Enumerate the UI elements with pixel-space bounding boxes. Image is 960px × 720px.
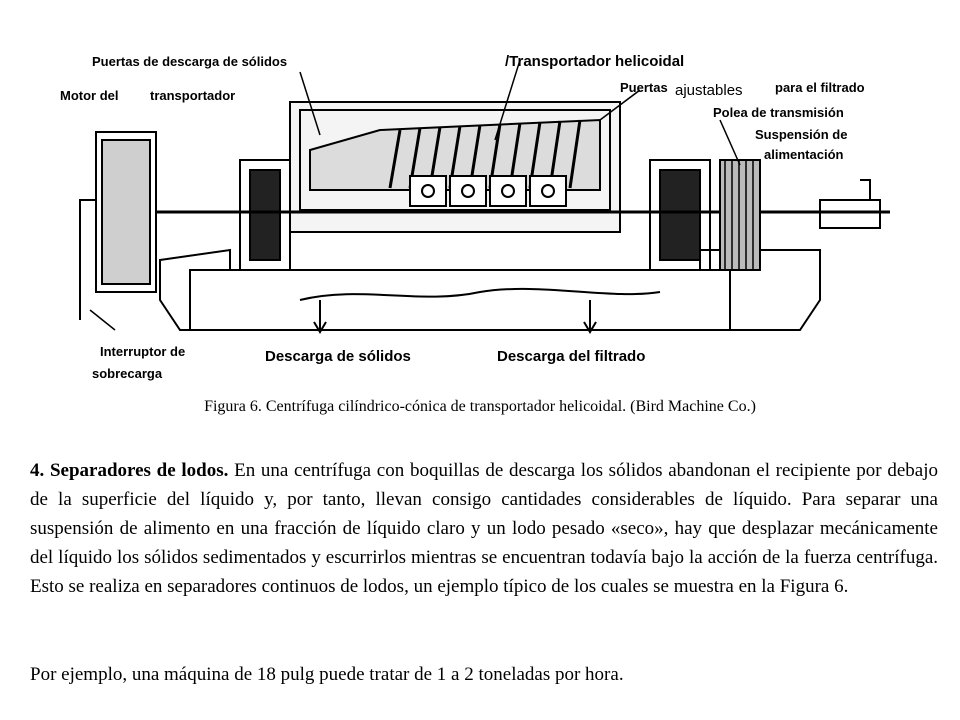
label-feed: alimentación [764,147,844,162]
centrifuge-diagram: Puertas de descarga de sólidos Motor del… [60,53,890,381]
label-solids-discharge: Descarga de sólidos [265,348,411,365]
base-inner-frame [189,269,731,331]
section-heading: 4. Separadores de lodos. [30,460,229,481]
label-filtrate-discharge: Descarga del filtrado [497,348,645,365]
label-drive-pulley: Polea de transmisión [713,105,844,120]
filtrate-discharge-arrow [583,300,597,334]
body-paragraph: 4. Separadores de lodos. En una centrífu… [30,456,938,601]
solids-discharge-arrow [313,300,327,334]
label-adjustable: ajustables [675,82,743,99]
drive-pulley [719,159,761,271]
label-overload: sobrecarga [92,366,163,381]
feed-ports [409,175,567,207]
label-overload-switch: Interruptor de [100,344,185,359]
label-feed-suspension: Suspensión de [755,127,847,142]
machine-base [159,248,821,331]
label-solids-discharge-gates: Puertas de descarga de sólidos [92,54,287,69]
label-motor-del: Motor del [60,88,119,103]
label-helical-conveyor: /Transportador helicoidal [505,53,684,70]
example-sentence: Por ejemplo, una máquina de 18 pulg pued… [30,664,624,685]
label-gates: Puertas [620,80,668,95]
label-for-filtrate: para el filtrado [775,80,865,95]
label-conveyor: transportador [150,88,235,103]
figure-caption: Figura 6. Centrífuga cilíndrico-cónica d… [204,398,756,415]
right-bearing [649,159,711,271]
feed-pipe [819,199,881,229]
paragraph-text: En una centrífuga con boquillas de desca… [30,460,938,597]
